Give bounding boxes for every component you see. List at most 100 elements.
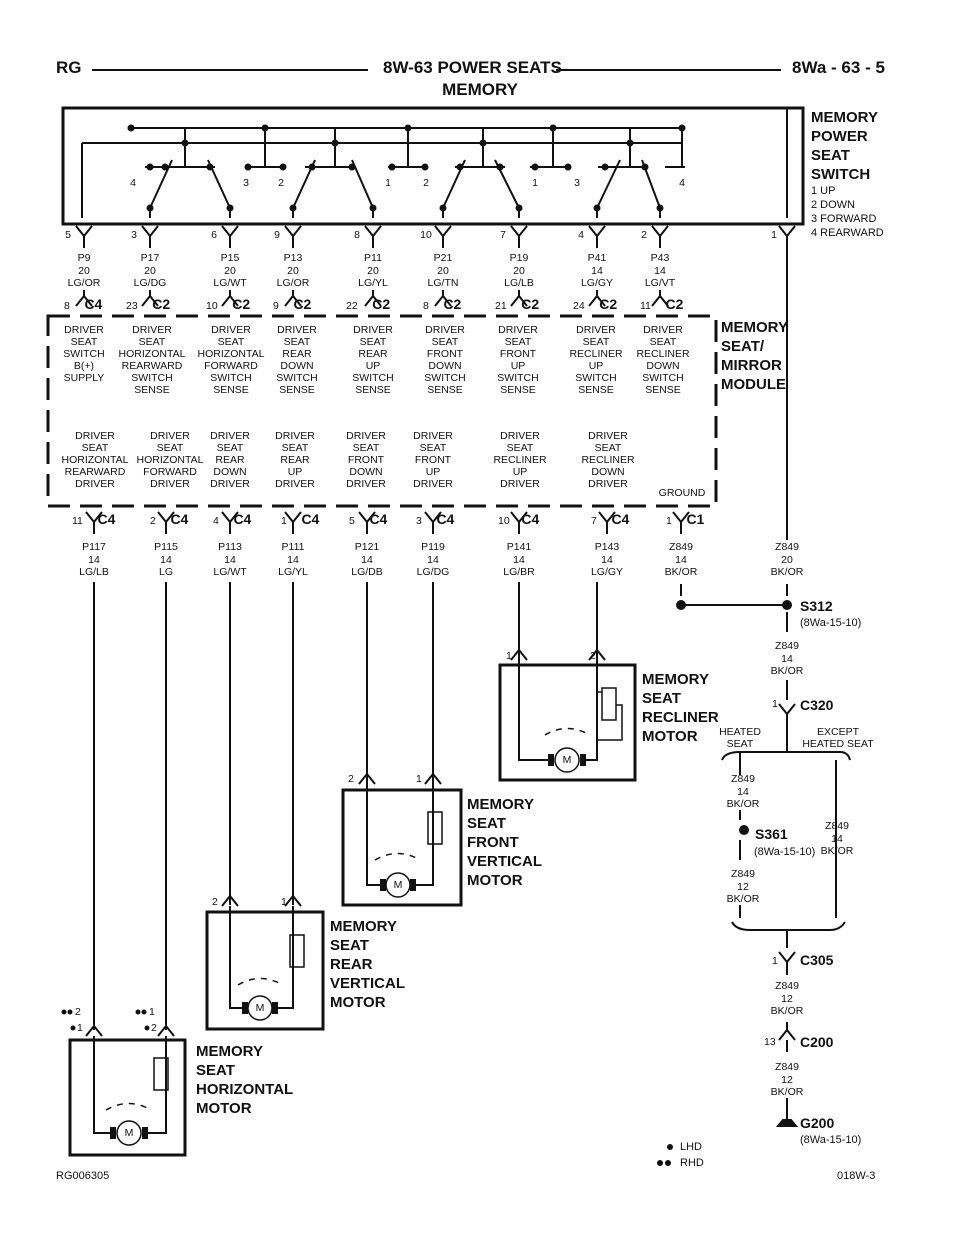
s312-label: S312 xyxy=(800,598,833,614)
header-left: RG xyxy=(56,58,82,77)
module-box xyxy=(46,314,718,508)
header-subtitle: MEMORY xyxy=(442,80,518,99)
header-title: 8W-63 POWER SEATS xyxy=(383,58,562,77)
module-input-label: DRIVER SEAT HORIZONTAL FORWARD SWITCH SE… xyxy=(197,324,265,396)
module-output-label: DRIVER SEAT RECLINER UP DRIVER xyxy=(493,430,547,490)
heated-seat-label: HEATED SEAT xyxy=(719,726,761,750)
switch-position-label: 1 xyxy=(532,177,538,189)
header-rule-right xyxy=(556,69,781,71)
module-connector: 8 C2 xyxy=(423,296,462,312)
module-connector: 23 C2 xyxy=(126,296,171,312)
horizontal-motor-title: MEMORY SEAT HORIZONTAL MOTOR xyxy=(196,1043,294,1117)
switch-position-label: 1 xyxy=(385,177,391,189)
switch-position-label: 2 xyxy=(278,177,284,189)
recliner-motor-pin: 1 xyxy=(506,650,512,662)
c305-pin: 1 xyxy=(772,955,778,967)
module-connector: 4 C4 xyxy=(213,511,252,527)
c305-label: C305 xyxy=(800,952,834,968)
module-output-label: DRIVER SEAT FRONT DOWN DRIVER xyxy=(346,430,386,490)
front-motor-m: M xyxy=(393,879,403,891)
rear-motor-pin: 2 xyxy=(212,896,218,908)
splice-dot-left xyxy=(676,600,686,610)
wire-label-z849-14-except: Z849 14 BK/OR xyxy=(820,820,854,857)
module-connector: 10 C2 xyxy=(206,296,251,312)
switch-position-label: 4 xyxy=(679,177,685,189)
module-connector: 1 C1 xyxy=(666,511,705,527)
wire-label-z849-20: Z849 20 BK/OR xyxy=(770,541,804,578)
module-connector: 10 C4 xyxy=(498,511,540,527)
rear-motor-m: M xyxy=(255,1002,265,1014)
horizontal-motor-pin-rhd: 1 xyxy=(149,1006,155,1018)
g200-label: G200 xyxy=(800,1115,835,1131)
front-motor-box xyxy=(341,788,463,907)
module-connector: 5 C4 xyxy=(349,511,388,527)
figure-code: RG006305 xyxy=(56,1170,110,1182)
module-output-label: DRIVER SEAT REAR UP DRIVER xyxy=(275,430,315,490)
horizontal-motor-box xyxy=(68,1038,187,1157)
rear-motor-title: MEMORY SEAT REAR VERTICAL MOTOR xyxy=(330,918,405,1011)
switch-pin-number: 10 xyxy=(420,229,432,241)
module-input-label: DRIVER SEAT REAR UP SWITCH SENSE xyxy=(352,324,394,396)
figure-number: 018W-3 xyxy=(837,1170,876,1182)
c320-pin: 1 xyxy=(772,698,778,710)
s312-splice-dot xyxy=(782,600,792,610)
switch-position-label: 3 xyxy=(574,177,580,189)
module-connector: 11 C4 xyxy=(72,511,116,527)
recliner-motor-m: M xyxy=(562,754,572,766)
module-input-label: DRIVER SEAT FRONT UP SWITCH SENSE xyxy=(497,324,539,396)
recliner-motor-box xyxy=(498,663,637,782)
module-output-label: DRIVER SEAT HORIZONTAL REARWARD DRIVER xyxy=(61,430,129,490)
c200-pin: 13 xyxy=(764,1036,776,1048)
horizontal-motor-m: M xyxy=(124,1127,134,1139)
horizontal-motor-pin-lhd: 1 xyxy=(77,1022,83,1034)
switch-pin-number: 4 xyxy=(578,229,584,241)
horizontal-motor-pin-rhd: 2 xyxy=(75,1006,81,1018)
switch-position-label: 4 xyxy=(130,177,136,189)
switch-box xyxy=(61,106,805,226)
switch-pin-number: 1 xyxy=(771,229,777,241)
module-connector: 7 C4 xyxy=(591,511,630,527)
g200-ref: (8Wa-15-10) xyxy=(800,1134,862,1146)
switch-title: MEMORY POWER SEAT SWITCH xyxy=(811,109,878,183)
module-connector: 3 C4 xyxy=(416,511,455,527)
switch-pin-number: 6 xyxy=(211,229,217,241)
wire-label-z849-12-heated: Z849 12 BK/OR xyxy=(726,868,760,905)
s312-ref: (8Wa-15-10) xyxy=(800,617,862,629)
module-input-label: DRIVER SEAT REAR DOWN SWITCH SENSE xyxy=(276,324,318,396)
switch-position-label: 3 xyxy=(243,177,249,189)
recliner-motor-pin: 2 xyxy=(590,650,596,662)
switch-pin-number: 5 xyxy=(65,229,71,241)
front-motor-pin: 1 xyxy=(416,773,422,785)
s361-label: S361 xyxy=(755,826,788,842)
switch-position-legend: 1 UP 2 DOWN 3 FORWARD 4 REARWARD xyxy=(811,185,884,239)
module-connector: 9 C2 xyxy=(273,296,312,312)
module-connector: 11 C2 xyxy=(640,296,684,312)
rear-motor-pin: 1 xyxy=(281,896,287,908)
front-motor-title: MEMORY SEAT FRONT VERTICAL MOTOR xyxy=(467,796,542,889)
switch-pin-number: 8 xyxy=(354,229,360,241)
s361-ref: (8Wa-15-10) xyxy=(754,846,816,858)
header-page-ref: 8Wa - 63 - 5 xyxy=(792,58,885,77)
module-connector: 21 C2 xyxy=(495,296,540,312)
recliner-motor-title: MEMORY SEAT RECLINER MOTOR xyxy=(642,671,719,745)
wire-label-z849-12-ground: Z849 12 BK/OR xyxy=(770,1061,804,1098)
module-connector: 22 C2 xyxy=(346,296,391,312)
